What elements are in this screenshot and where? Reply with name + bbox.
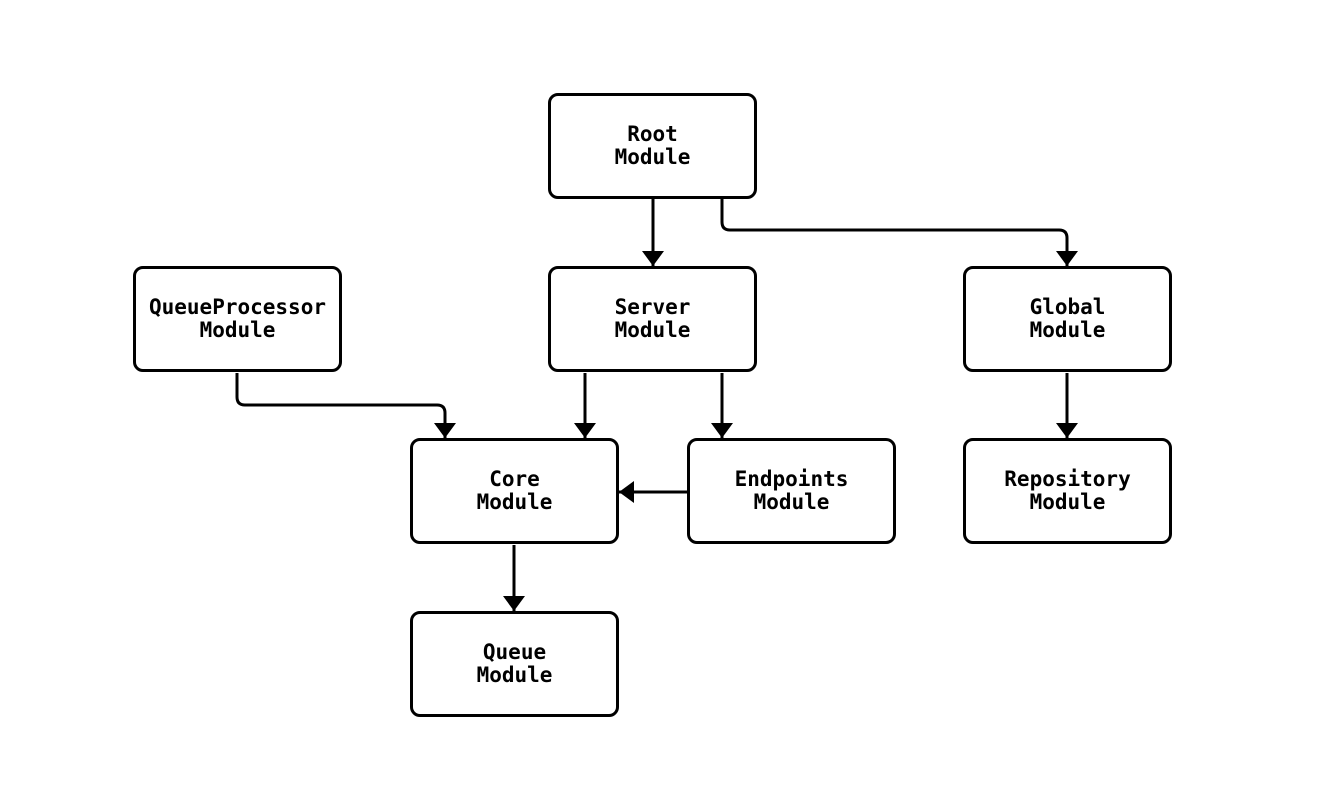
node-label-line: Repository — [1004, 467, 1131, 491]
node-label-line: Module — [753, 490, 830, 514]
node-label-line: Module — [1029, 318, 1106, 342]
node-label-line: QueueProcessor — [148, 295, 326, 319]
node-label-line: Module — [476, 490, 553, 514]
node-label-line: Module — [1029, 490, 1106, 514]
node-label-line: Endpoints — [734, 467, 849, 491]
node-label-line: Module — [614, 145, 691, 169]
node-label-line: Global — [1029, 295, 1106, 319]
edge-root-to-global — [720, 199, 1078, 266]
node-label-line: Root — [627, 122, 678, 146]
node-label-line: Server — [614, 295, 691, 319]
node-label-line: Core — [489, 467, 540, 491]
node-label-line: Module — [614, 318, 691, 342]
node-label-line: Module — [476, 663, 553, 687]
edge-queueprocessor-to-core — [235, 373, 456, 438]
node-label-line: Module — [199, 318, 276, 342]
node-label-line: Queue — [482, 640, 547, 664]
